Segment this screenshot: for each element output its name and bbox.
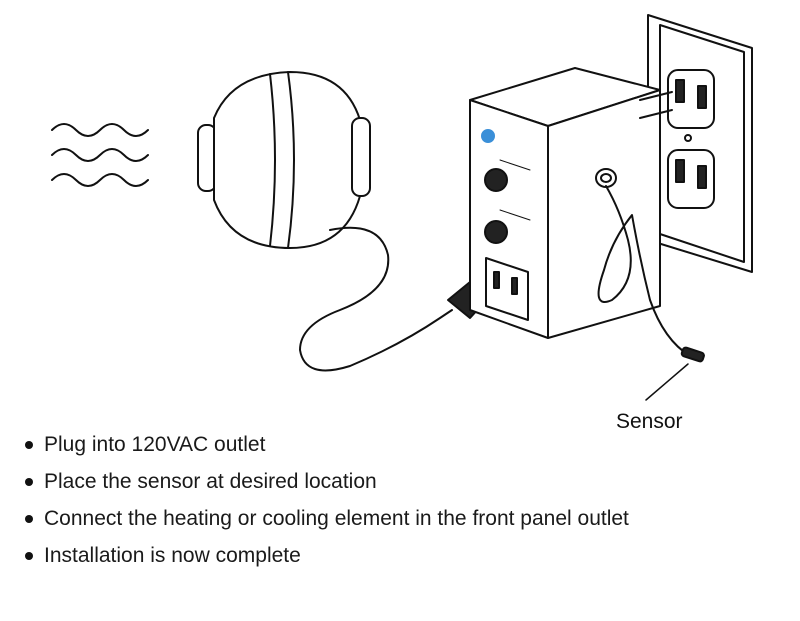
step-item: Connect the heating or cooling element i… <box>22 500 629 537</box>
step-item: Plug into 120VAC outlet <box>22 426 629 463</box>
controller-box-icon <box>469 67 673 339</box>
sensor-probe-icon <box>597 185 705 401</box>
step-item: Place the sensor at desired location <box>22 463 629 500</box>
installation-steps: Plug into 120VAC outlet Place the sensor… <box>22 426 629 574</box>
step-item: Installation is now complete <box>22 537 629 574</box>
inline-duct-fan-icon <box>197 71 453 372</box>
sensor-label: Sensor <box>616 410 683 433</box>
airflow-waves-icon <box>51 123 149 187</box>
wall-outlet-icon <box>647 14 753 273</box>
